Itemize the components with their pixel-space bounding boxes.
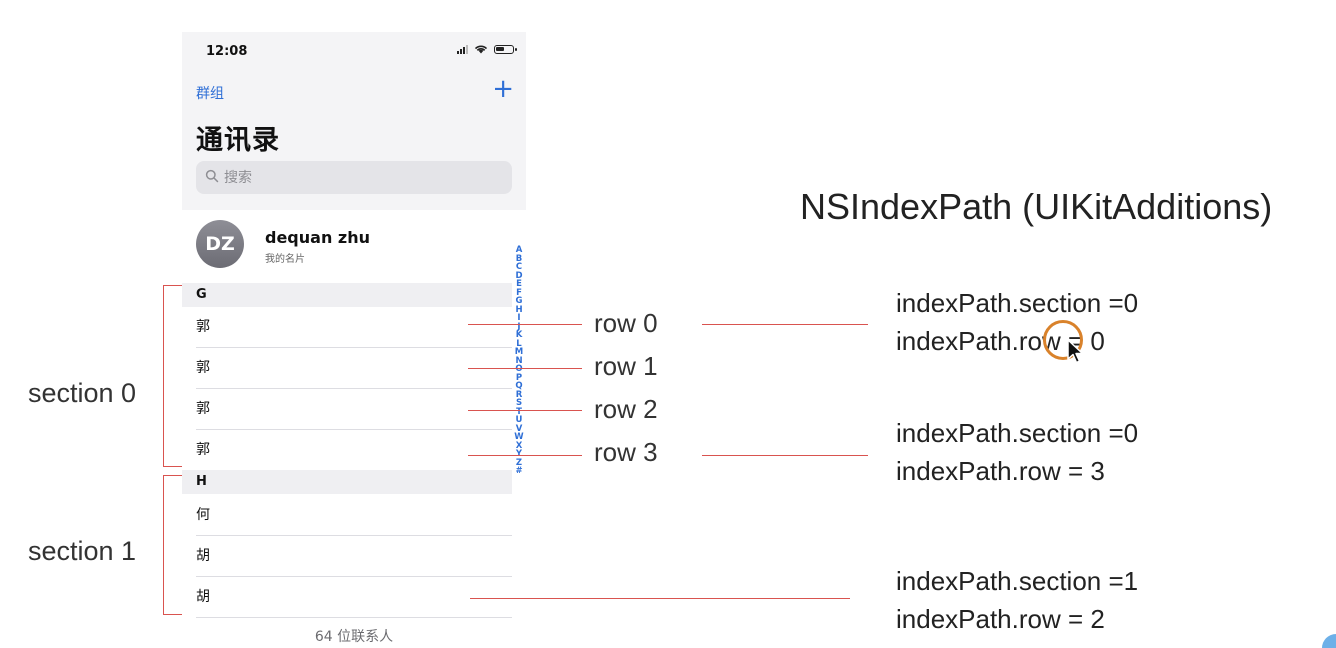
- page-title: 通讯录: [196, 125, 280, 156]
- status-icons: [457, 44, 517, 54]
- index-letter[interactable]: N: [515, 355, 523, 366]
- my-card-name[interactable]: dequan zhu: [265, 228, 370, 247]
- section-0-bracket-top: [163, 285, 182, 286]
- section-0-bracket-bottom: [163, 466, 182, 467]
- index-letter[interactable]: Y: [515, 449, 523, 459]
- row-3-path-pointer: [702, 455, 868, 456]
- contact-row[interactable]: 郭: [196, 401, 210, 417]
- row-divider: [196, 347, 512, 348]
- index-letter[interactable]: X: [515, 440, 523, 451]
- index-path-section: indexPath.section =1: [896, 566, 1139, 596]
- index-letter[interactable]: M: [514, 347, 524, 357]
- battery-icon: [494, 44, 517, 54]
- section-1-bracket-bottom: [163, 614, 182, 615]
- row-divider: [196, 576, 512, 577]
- section-0-bracket: [163, 285, 164, 466]
- index-letter[interactable]: K: [515, 330, 523, 340]
- row-2-label: row 2: [594, 394, 658, 424]
- index-letter[interactable]: V: [515, 423, 523, 434]
- index-letter[interactable]: #: [515, 466, 523, 476]
- section-header-g: G: [182, 283, 512, 307]
- section-header-h: H: [182, 470, 512, 494]
- row-divider: [196, 388, 512, 389]
- add-contact-button[interactable]: +: [492, 74, 514, 104]
- index-letter[interactable]: L: [516, 338, 522, 349]
- index-letter[interactable]: J: [517, 321, 521, 332]
- contact-row[interactable]: 郭: [196, 360, 210, 376]
- search-icon: [205, 169, 219, 183]
- index-letter[interactable]: C: [515, 262, 523, 272]
- section-1-bracket-top: [163, 475, 182, 476]
- section-1-label: section 1: [28, 536, 137, 566]
- index-letter[interactable]: W: [514, 432, 524, 442]
- contact-row[interactable]: 胡: [196, 548, 210, 564]
- index-letter[interactable]: A: [515, 245, 523, 255]
- click-highlight: [1043, 320, 1083, 360]
- index-letter[interactable]: H: [515, 304, 523, 315]
- section-0-label: section 0: [28, 378, 137, 408]
- row-divider: [196, 617, 512, 618]
- index-letter[interactable]: E: [516, 279, 522, 289]
- contact-row[interactable]: 胡: [196, 589, 210, 605]
- search-input[interactable]: [224, 161, 494, 194]
- index-path-row: indexPath.row = 2: [896, 604, 1105, 634]
- row-0-label: row 0: [594, 308, 658, 338]
- index-letter[interactable]: B: [515, 253, 523, 264]
- index-letter[interactable]: F: [516, 287, 522, 298]
- contacts-screen: 12:08 群组 + 通讯录 DZ dequan zhu 我的名片 G 郭 郭 …: [182, 32, 526, 648]
- corner-decoration: [1322, 634, 1336, 648]
- wifi-icon: [474, 45, 488, 54]
- index-letter[interactable]: Q: [515, 381, 523, 391]
- index-letter[interactable]: R: [515, 389, 523, 400]
- row-divider: [196, 535, 512, 536]
- row-divider: [196, 429, 512, 430]
- row-0-pointer: [468, 324, 582, 325]
- status-time: 12:08: [206, 44, 248, 59]
- groups-link[interactable]: 群组: [196, 86, 224, 102]
- row-2-pointer: [468, 410, 582, 411]
- contact-row[interactable]: 何: [196, 507, 210, 523]
- index-path-row: indexPath.row = 3: [896, 456, 1105, 486]
- index-letter[interactable]: D: [515, 270, 523, 281]
- mouse-cursor-icon: [1067, 339, 1084, 364]
- index-letter[interactable]: T: [516, 406, 522, 417]
- index-letter[interactable]: U: [515, 415, 523, 425]
- index-path-section: indexPath.section =0: [896, 288, 1139, 318]
- my-card-subtitle: 我的名片: [265, 254, 305, 265]
- index-letter[interactable]: Z: [515, 457, 523, 468]
- search-bar[interactable]: [196, 161, 512, 194]
- contact-row[interactable]: 郭: [196, 319, 210, 335]
- row-1-pointer: [468, 368, 582, 369]
- row-3-pointer: [468, 455, 582, 456]
- avatar[interactable]: DZ: [196, 220, 244, 268]
- index-letter[interactable]: I: [517, 313, 521, 323]
- index-path-section: indexPath.section =0: [896, 418, 1139, 448]
- signal-icon: [457, 44, 468, 54]
- row-3-label: row 3: [594, 437, 658, 467]
- row-1-label: row 1: [594, 351, 658, 381]
- index-letter[interactable]: P: [515, 372, 523, 383]
- contact-row[interactable]: 郭: [196, 442, 210, 458]
- contact-count: 64 位联系人: [314, 629, 394, 645]
- section-1-row-2-pointer: [470, 598, 850, 599]
- index-letter[interactable]: O: [515, 364, 523, 374]
- section-1-bracket: [163, 475, 164, 615]
- index-letter[interactable]: S: [515, 398, 523, 408]
- diagram-heading: NSIndexPath (UIKitAdditions): [800, 186, 1273, 227]
- index-letter[interactable]: G: [515, 296, 523, 306]
- row-0-path-pointer: [702, 324, 868, 325]
- nav-header: 12:08 群组 + 通讯录: [182, 32, 526, 210]
